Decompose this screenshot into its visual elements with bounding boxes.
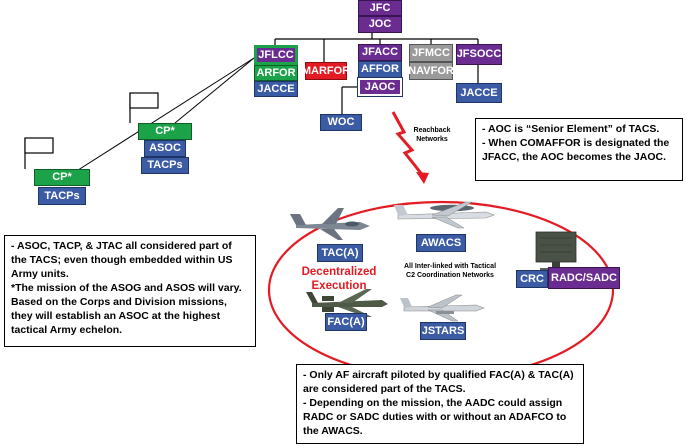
- jstars-node: JSTARS: [420, 322, 466, 340]
- aircraft-note-line2: - Depending on the mission, the AADC cou…: [303, 397, 567, 437]
- aircraft-note: - Only AF aircraft piloted by qualified …: [296, 364, 584, 444]
- jaoc-node: JAOC: [358, 78, 402, 96]
- jacce-right-node: JACCE: [456, 83, 502, 103]
- interlinked-label: All Inter-linked with Tactical C2 Coordi…: [400, 262, 500, 280]
- affor-node: AFFOR: [358, 61, 402, 78]
- jacce-left-node: JACCE: [254, 81, 298, 97]
- aoc-note-line1: - AOC is “Senior Element” of TACS.: [482, 123, 660, 135]
- radc-sadc-node: RADC/SADC: [548, 267, 620, 289]
- joc-node: JOC: [358, 16, 402, 33]
- aircraft-note-line1: - Only AF aircraft piloted by qualified …: [303, 369, 574, 395]
- cp-lower-node: CP*: [34, 169, 90, 186]
- interlinked-line1: All Inter-linked with Tactical: [403, 263, 497, 270]
- tac-a-node: TAC(A): [317, 244, 363, 262]
- crc-node: CRC: [516, 270, 548, 288]
- reachback-line2: Networks: [416, 136, 448, 143]
- marfor-node: MARFOR: [302, 62, 350, 80]
- woc-node: WOC: [320, 114, 362, 131]
- reachback-label: Reachback Networks: [408, 126, 456, 144]
- fac-a-node: FAC(A): [325, 313, 367, 331]
- decentralized-line2: Execution: [311, 280, 367, 292]
- tacps-upper-node: TACPs: [141, 157, 189, 174]
- jstars-icon: [400, 294, 485, 322]
- attack-aircraft-icon: [306, 289, 388, 317]
- decentralized-execution-label: Decentralized Execution: [284, 265, 394, 293]
- fighter-jet-icon: [290, 208, 370, 240]
- aoc-note: - AOC is “Senior Element” of TACS. - Whe…: [475, 118, 683, 181]
- asoc-note-line2: *The mission of the ASOG and ASOS will v…: [11, 282, 242, 336]
- tacps-lower-node: TACPs: [38, 187, 86, 205]
- awacs-icon: [394, 201, 495, 229]
- reachback-line1: Reachback: [413, 127, 451, 134]
- asoc-note-line1: - ASOC, TACP, & JTAC all considered part…: [11, 240, 233, 280]
- interlinked-line2: C2 Coordination Networks: [406, 272, 494, 279]
- aoc-note-line2: - When COMAFFOR is designated the JFACC,…: [482, 137, 670, 163]
- jfsocc-node: JFSOCC: [456, 44, 502, 65]
- cp-upper-node: CP*: [138, 123, 192, 140]
- jfc-node: JFC: [358, 0, 402, 16]
- arfor-node: ARFOR: [254, 65, 298, 81]
- awacs-node: AWACS: [416, 234, 466, 252]
- decentralized-line1: Decentralized: [301, 266, 377, 278]
- jfmcc-node: JFMCC: [409, 44, 453, 62]
- jflcc-node: JFLCC: [254, 45, 298, 65]
- navfor-node: NAVFOR: [408, 62, 454, 80]
- jfacc-node: JFACC: [358, 44, 402, 61]
- asoc-note: - ASOC, TACP, & JTAC all considered part…: [4, 235, 256, 347]
- asoc-node: ASOC: [144, 140, 186, 157]
